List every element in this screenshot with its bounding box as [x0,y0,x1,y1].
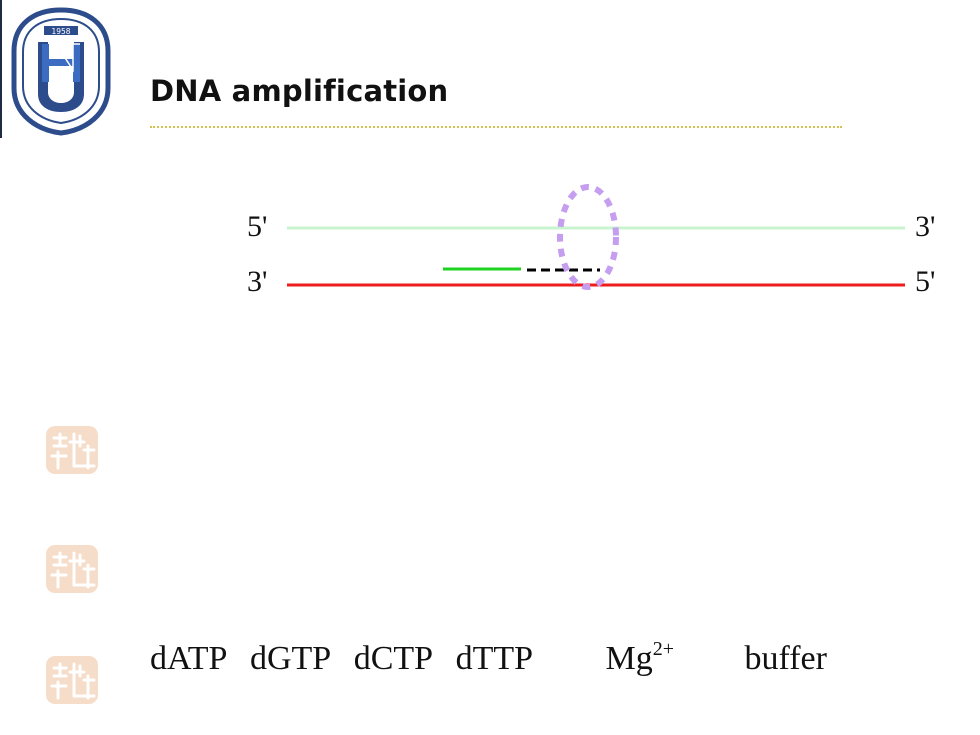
title-underline [150,126,842,128]
svg-text:1958: 1958 [51,27,70,36]
reagent-dgtp: dGTP [249,640,332,678]
reagent-dttp: dTTP [455,640,534,678]
reagents-list: dATP dGTP dCTP dTTP Mg2+ buffer [150,638,827,678]
seal-stamp-icon [46,656,98,704]
university-seal-icon: 1958 [11,7,111,136]
left-edge-rule [0,0,2,138]
bottom-strand-right-label: 5' [915,265,936,298]
extension-highlight-ellipse [557,184,619,290]
reagent-dctp: dCTP [353,640,434,678]
bottom-strand-left-label: 3' [247,265,268,298]
top-strand-left-label: 5' [247,210,268,243]
reagent-magnesium: Mg2+ [605,638,675,678]
reagent-buffer: buffer [744,640,827,678]
reagent-mg-charge: 2+ [652,638,675,660]
reagent-datp: dATP [150,640,228,678]
seal-stamp-icon [46,426,98,474]
seal-stamp-icon [46,545,98,593]
reagent-mg-symbol: Mg [605,640,653,678]
slide-title: DNA amplification [150,74,449,108]
top-strand-right-label: 3' [915,210,936,243]
